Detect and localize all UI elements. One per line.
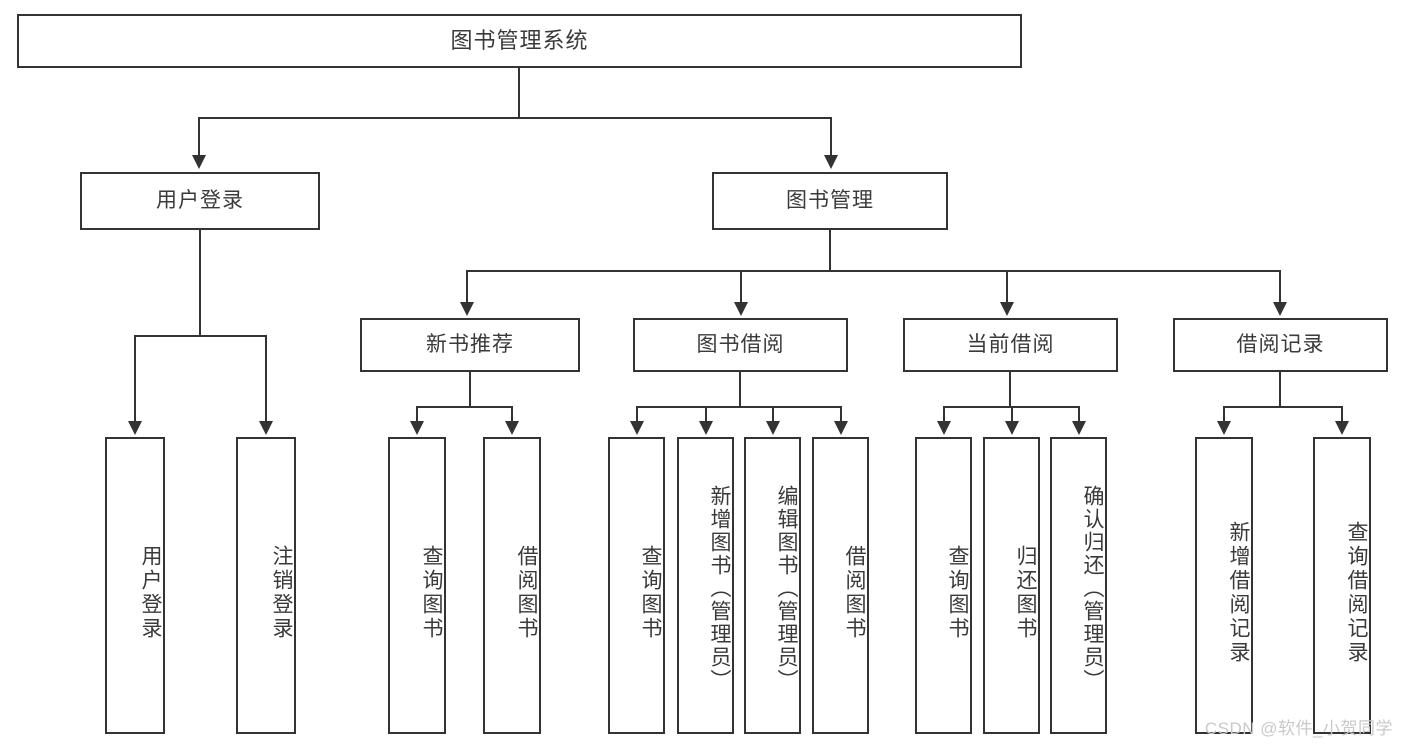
arrow-down-icon	[1000, 302, 1014, 316]
connector-bar-book-borrow	[636, 406, 841, 408]
leaf-new-book-borrow-book[interactable]: 借阅图书	[483, 437, 541, 734]
arrow-down-icon	[699, 421, 713, 435]
connector-drop-book-borrow-2	[705, 406, 707, 424]
connector-trunk-user-login	[199, 230, 201, 336]
connector-bar-borrow-record	[1223, 406, 1342, 408]
connector-drop-book-borrow-4	[840, 406, 842, 424]
arrow-down-icon	[259, 421, 273, 435]
connector-trunk-current-borrow	[1009, 372, 1011, 408]
node-book-management[interactable]: 图书管理	[712, 172, 948, 230]
node-book-borrow[interactable]: 图书借阅	[633, 318, 848, 372]
arrow-down-icon	[460, 302, 474, 316]
connector-drop-borrow-record-2	[1341, 406, 1343, 424]
arrow-down-icon	[1335, 421, 1349, 435]
arrow-down-icon	[630, 421, 644, 435]
leaf-current-borrow-return-book[interactable]: 归还图书	[983, 437, 1040, 734]
arrow-down-icon	[1273, 302, 1287, 316]
connector-drop-borrow-record	[1279, 270, 1281, 304]
node-current-borrow[interactable]: 当前借阅	[903, 318, 1118, 372]
leaf-current-borrow-query-book[interactable]: 查询图书	[915, 437, 972, 734]
arrow-down-icon	[1005, 421, 1019, 435]
connector-trunk-book-manage	[829, 230, 831, 272]
leaf-borrow-record-query-record[interactable]: 查询借阅记录	[1313, 437, 1371, 734]
connector-drop-new-book	[466, 270, 468, 304]
arrow-down-icon	[1217, 421, 1231, 435]
connector-drop-new-book-1	[416, 406, 418, 424]
leaf-current-borrow-confirm-return-admin[interactable]: 确认归还（管理员）	[1050, 437, 1107, 734]
connector-drop-current-borrow-1	[943, 406, 945, 424]
arrow-down-icon	[824, 155, 838, 169]
node-root-system[interactable]: 图书管理系统	[17, 14, 1022, 68]
leaf-book-borrow-edit-book-admin[interactable]: 编辑图书（管理员）	[744, 437, 801, 734]
arrow-down-icon	[410, 421, 424, 435]
connector-drop-new-book-2	[511, 406, 513, 424]
connector-drop-book-manage	[830, 117, 832, 157]
arrow-down-icon	[734, 302, 748, 316]
arrow-down-icon	[128, 421, 142, 435]
arrow-down-icon	[505, 421, 519, 435]
connector-drop-current-borrow	[1006, 270, 1008, 304]
arrow-down-icon	[937, 421, 951, 435]
node-borrow-record[interactable]: 借阅记录	[1173, 318, 1388, 372]
leaf-book-borrow-query-book[interactable]: 查询图书	[608, 437, 665, 734]
connector-root-trunk	[518, 68, 520, 118]
arrow-down-icon	[192, 155, 206, 169]
leaf-borrow-record-add-record[interactable]: 新增借阅记录	[1195, 437, 1253, 734]
node-user-login[interactable]: 用户登录	[80, 172, 320, 230]
connector-bar-level2	[466, 270, 1280, 272]
connector-drop-book-borrow-3	[772, 406, 774, 424]
connector-trunk-borrow-record	[1279, 372, 1281, 408]
arrow-down-icon	[834, 421, 848, 435]
leaf-book-borrow-borrow-book[interactable]: 借阅图书	[812, 437, 869, 734]
connector-bar-new-book	[416, 406, 512, 408]
leaf-book-borrow-add-book-admin[interactable]: 新增图书（管理员）	[677, 437, 734, 734]
leaf-user-login-logout[interactable]: 注销登录	[236, 437, 296, 734]
connector-trunk-new-book	[469, 372, 471, 408]
connector-level1-bar	[198, 117, 832, 119]
connector-drop-user-login	[198, 117, 200, 157]
node-new-book-recommend[interactable]: 新书推荐	[360, 318, 580, 372]
connector-drop-book-borrow	[740, 270, 742, 304]
connector-drop-borrow-record-1	[1223, 406, 1225, 424]
connector-drop-current-borrow-2	[1011, 406, 1013, 424]
arrow-down-icon	[1072, 421, 1086, 435]
connector-drop-current-borrow-3	[1078, 406, 1080, 424]
leaf-new-book-query-book[interactable]: 查询图书	[388, 437, 446, 734]
connector-drop-book-borrow-1	[636, 406, 638, 424]
connector-trunk-book-borrow	[739, 372, 741, 408]
connector-bar-user-login	[134, 335, 265, 337]
arrow-down-icon	[766, 421, 780, 435]
connector-drop-user-login-2	[265, 335, 267, 423]
connector-drop-user-login-1	[134, 335, 136, 423]
leaf-user-login-login[interactable]: 用户登录	[105, 437, 165, 734]
